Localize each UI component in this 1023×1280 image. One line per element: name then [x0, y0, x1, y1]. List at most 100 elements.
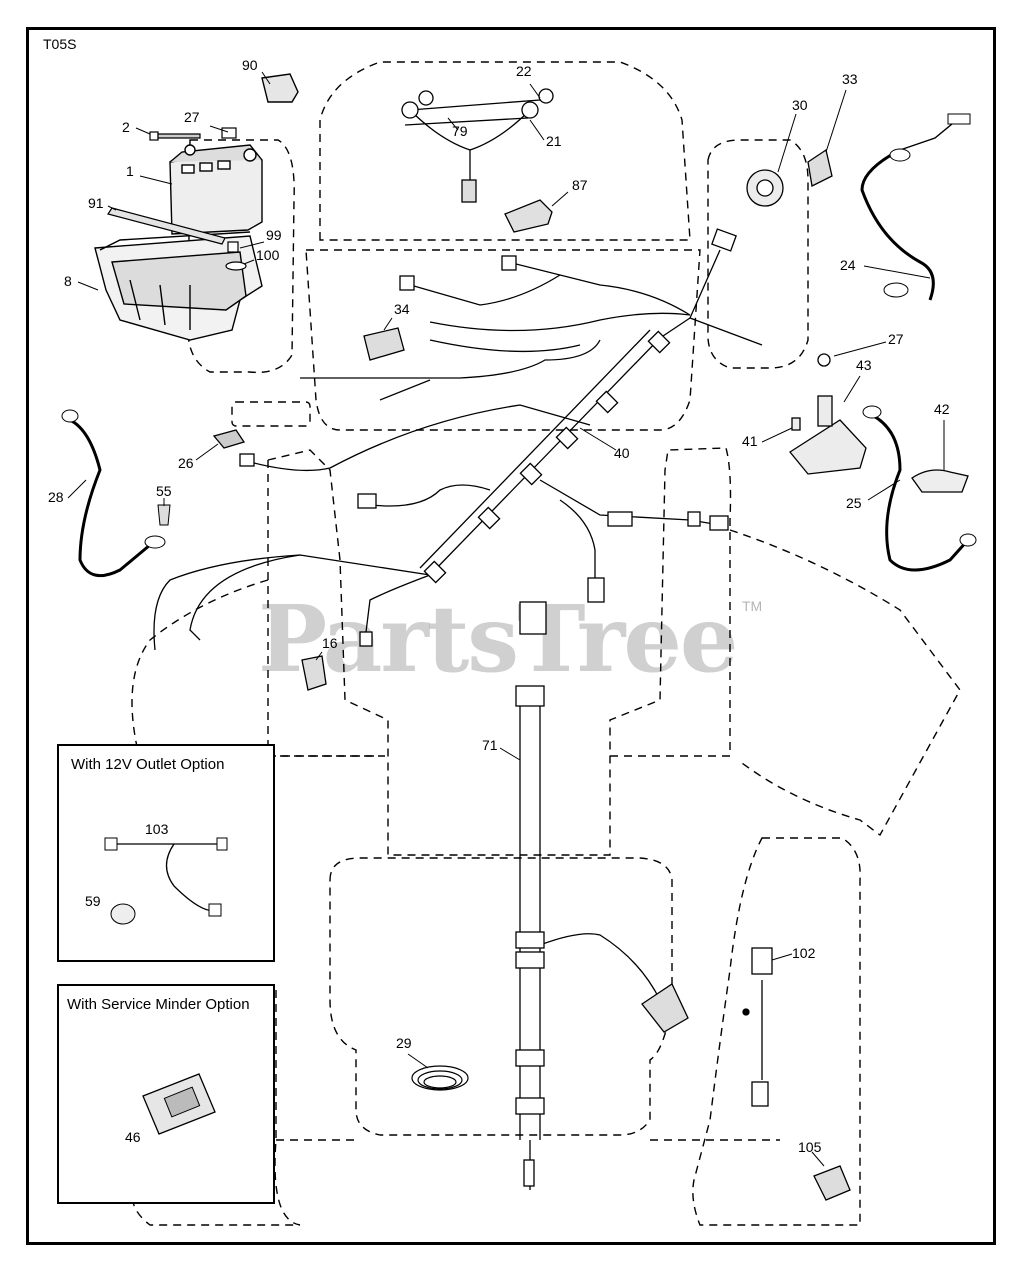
connector-90 — [261, 73, 299, 103]
callout-leader — [867, 479, 901, 501]
callout-79: 79 — [452, 123, 468, 139]
callout-43: 43 — [856, 357, 872, 373]
battery — [169, 144, 263, 235]
callout-99: 99 — [266, 227, 282, 243]
harness-102 — [742, 947, 773, 1107]
callout-100: 100 — [256, 247, 280, 263]
callout-71: 71 — [482, 737, 498, 753]
inset-12v-outlet-title: With 12V Outlet Option — [71, 756, 225, 773]
callout-leader — [239, 241, 265, 249]
callout-leader — [243, 259, 255, 265]
harness-clips — [239, 228, 737, 647]
dash-outline — [305, 249, 701, 431]
callout-leader — [771, 953, 793, 961]
frame-outline — [267, 447, 732, 856]
boot-42 — [911, 469, 969, 493]
headlight-harness — [401, 88, 554, 203]
inset-service-minder-title: With Service Minder Option — [67, 996, 250, 1013]
callout-leader — [863, 265, 931, 279]
callout-55: 55 — [156, 483, 172, 499]
callout-leader — [447, 117, 459, 131]
wire-coil-29 — [411, 1065, 469, 1091]
cable-25 — [871, 413, 970, 572]
inset-12v-outlet-art: 103 59 — [85, 821, 228, 925]
callout-leader — [833, 341, 887, 357]
callout-leader — [407, 1053, 429, 1069]
callout-24: 24 — [840, 257, 856, 273]
callout-40: 40 — [614, 445, 630, 461]
right-console-outline — [707, 139, 809, 369]
watermark: PartsTree — [258, 585, 738, 693]
callout-8: 8 — [64, 273, 72, 289]
seat-outline — [329, 857, 673, 1136]
callout-leader — [843, 375, 861, 403]
callout-28: 28 — [48, 489, 64, 505]
svg-text:46: 46 — [125, 1129, 141, 1145]
callout-leader — [261, 71, 271, 85]
callout-leader — [315, 651, 323, 661]
right-wing-outline — [729, 529, 961, 837]
callout-leader — [67, 479, 87, 499]
callout-leader — [139, 175, 173, 185]
callout-30: 30 — [792, 97, 808, 113]
callout-leader — [825, 89, 847, 153]
callout-leader — [107, 205, 117, 211]
callout-16: 16 — [322, 635, 338, 651]
callout-29: 29 — [396, 1035, 412, 1051]
callout-leader — [383, 317, 393, 331]
callout-26: 26 — [178, 455, 194, 471]
battery-cable-24 — [860, 148, 935, 301]
callout-2: 2 — [122, 119, 130, 135]
switch-16 — [301, 655, 327, 691]
svg-text:103: 103 — [145, 821, 169, 837]
battery-strap — [107, 207, 226, 245]
inset-12v-outlet: With 12V Outlet Option 103 59 — [57, 744, 275, 962]
callout-41: 41 — [742, 433, 758, 449]
main-harness — [153, 249, 763, 651]
callout-27: 27 — [888, 331, 904, 347]
callout-leader — [777, 113, 797, 173]
callout-leader — [209, 125, 229, 133]
switch-105 — [813, 1165, 851, 1201]
callout-leader — [579, 427, 617, 451]
battery-tray — [94, 231, 263, 341]
callout-1: 1 — [126, 163, 134, 179]
callout-leader — [551, 191, 569, 207]
switch-87 — [504, 199, 553, 233]
callout-leader — [529, 83, 541, 99]
battery-area-outline — [187, 139, 295, 374]
dashed-placeholder — [231, 401, 311, 427]
callout-105: 105 — [798, 1139, 822, 1155]
inset-service-minder-art: 46 — [125, 1073, 216, 1145]
callout-87: 87 — [572, 177, 588, 193]
callout-22: 22 — [516, 63, 532, 79]
tray-bolt — [225, 241, 247, 271]
part-33 — [807, 148, 833, 187]
callout-leader — [135, 127, 151, 135]
inset-service-minder: With Service Minder Option 46 — [57, 984, 275, 1204]
callout-33: 33 — [842, 71, 858, 87]
rear-left-outline — [131, 990, 301, 1226]
callout-102: 102 — [792, 945, 816, 961]
ignition-switch — [746, 169, 784, 207]
callout-34: 34 — [394, 301, 410, 317]
diagram-border — [26, 27, 996, 1245]
callout-25: 25 — [846, 495, 862, 511]
callout-90: 90 — [242, 57, 258, 73]
callout-27: 27 — [184, 109, 200, 125]
left-wing-outline — [131, 579, 269, 761]
solenoid-bracket — [789, 353, 867, 475]
connector-26 — [212, 429, 246, 449]
battery-bolt — [149, 127, 237, 141]
trademark-mark: TM — [742, 598, 763, 614]
bolt-55 — [157, 504, 171, 526]
callout-21: 21 — [546, 133, 562, 149]
callout-leader — [529, 119, 545, 141]
diagram-code: T05S — [43, 36, 77, 52]
callout-91: 91 — [88, 195, 104, 211]
callout-leader — [77, 281, 99, 291]
callout-leader — [499, 747, 521, 761]
